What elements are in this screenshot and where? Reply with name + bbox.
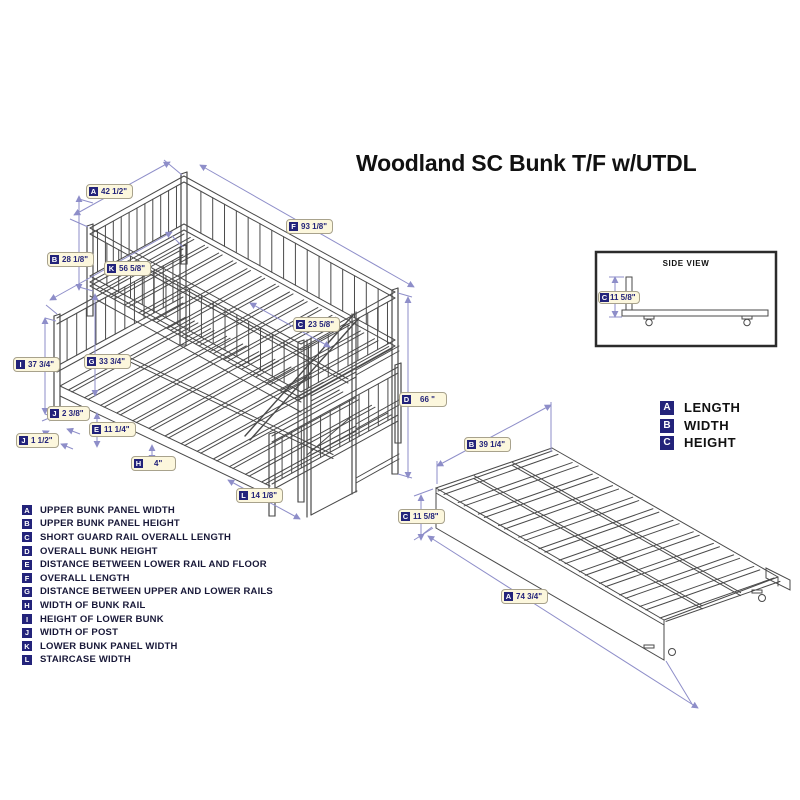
- legend-badge: G: [22, 586, 32, 597]
- dim-badge: D: [402, 395, 411, 404]
- key-badge-c: C: [660, 435, 674, 450]
- dim-badge: E: [92, 425, 101, 434]
- dim-badge: J: [50, 409, 59, 418]
- legend-badge: E: [22, 559, 32, 570]
- dim-badge: G: [87, 357, 96, 366]
- dim-badge: L: [239, 491, 248, 500]
- dim-badge: A: [504, 592, 513, 601]
- dimension-lines: [37, 159, 699, 709]
- trundle-drawing: [435, 487, 791, 661]
- legend-badge: A: [22, 505, 32, 516]
- dim-badge: B: [467, 440, 476, 449]
- dim-badge: C: [296, 320, 305, 329]
- legend-badge: L: [22, 654, 32, 665]
- dim-badge: K: [107, 264, 116, 273]
- dim-badge: F: [289, 222, 298, 231]
- page-title: Woodland SC Bunk T/F w/UTDL: [356, 150, 697, 176]
- legend-badge: C: [22, 532, 32, 543]
- legend-badge: D: [22, 546, 32, 557]
- dim-badge: A: [89, 187, 98, 196]
- dim-badge: J: [19, 436, 28, 445]
- dim-badge: C: [600, 293, 609, 302]
- legend-badge: J: [22, 627, 32, 638]
- side-view-title: SIDE VIEW: [662, 259, 710, 268]
- legend-badge: K: [22, 641, 32, 652]
- legend-badge: H: [22, 600, 32, 611]
- dim-badge: B: [50, 255, 59, 264]
- key-badge-a: A: [660, 400, 674, 415]
- key-badge-b: B: [660, 418, 674, 433]
- legend-badge: F: [22, 573, 32, 584]
- dim-badge: C: [401, 512, 410, 521]
- legend-badge: I: [22, 614, 32, 624]
- legend-badge: B: [22, 518, 32, 529]
- dim-badge: H: [134, 459, 143, 468]
- dim-badge: I: [16, 360, 25, 369]
